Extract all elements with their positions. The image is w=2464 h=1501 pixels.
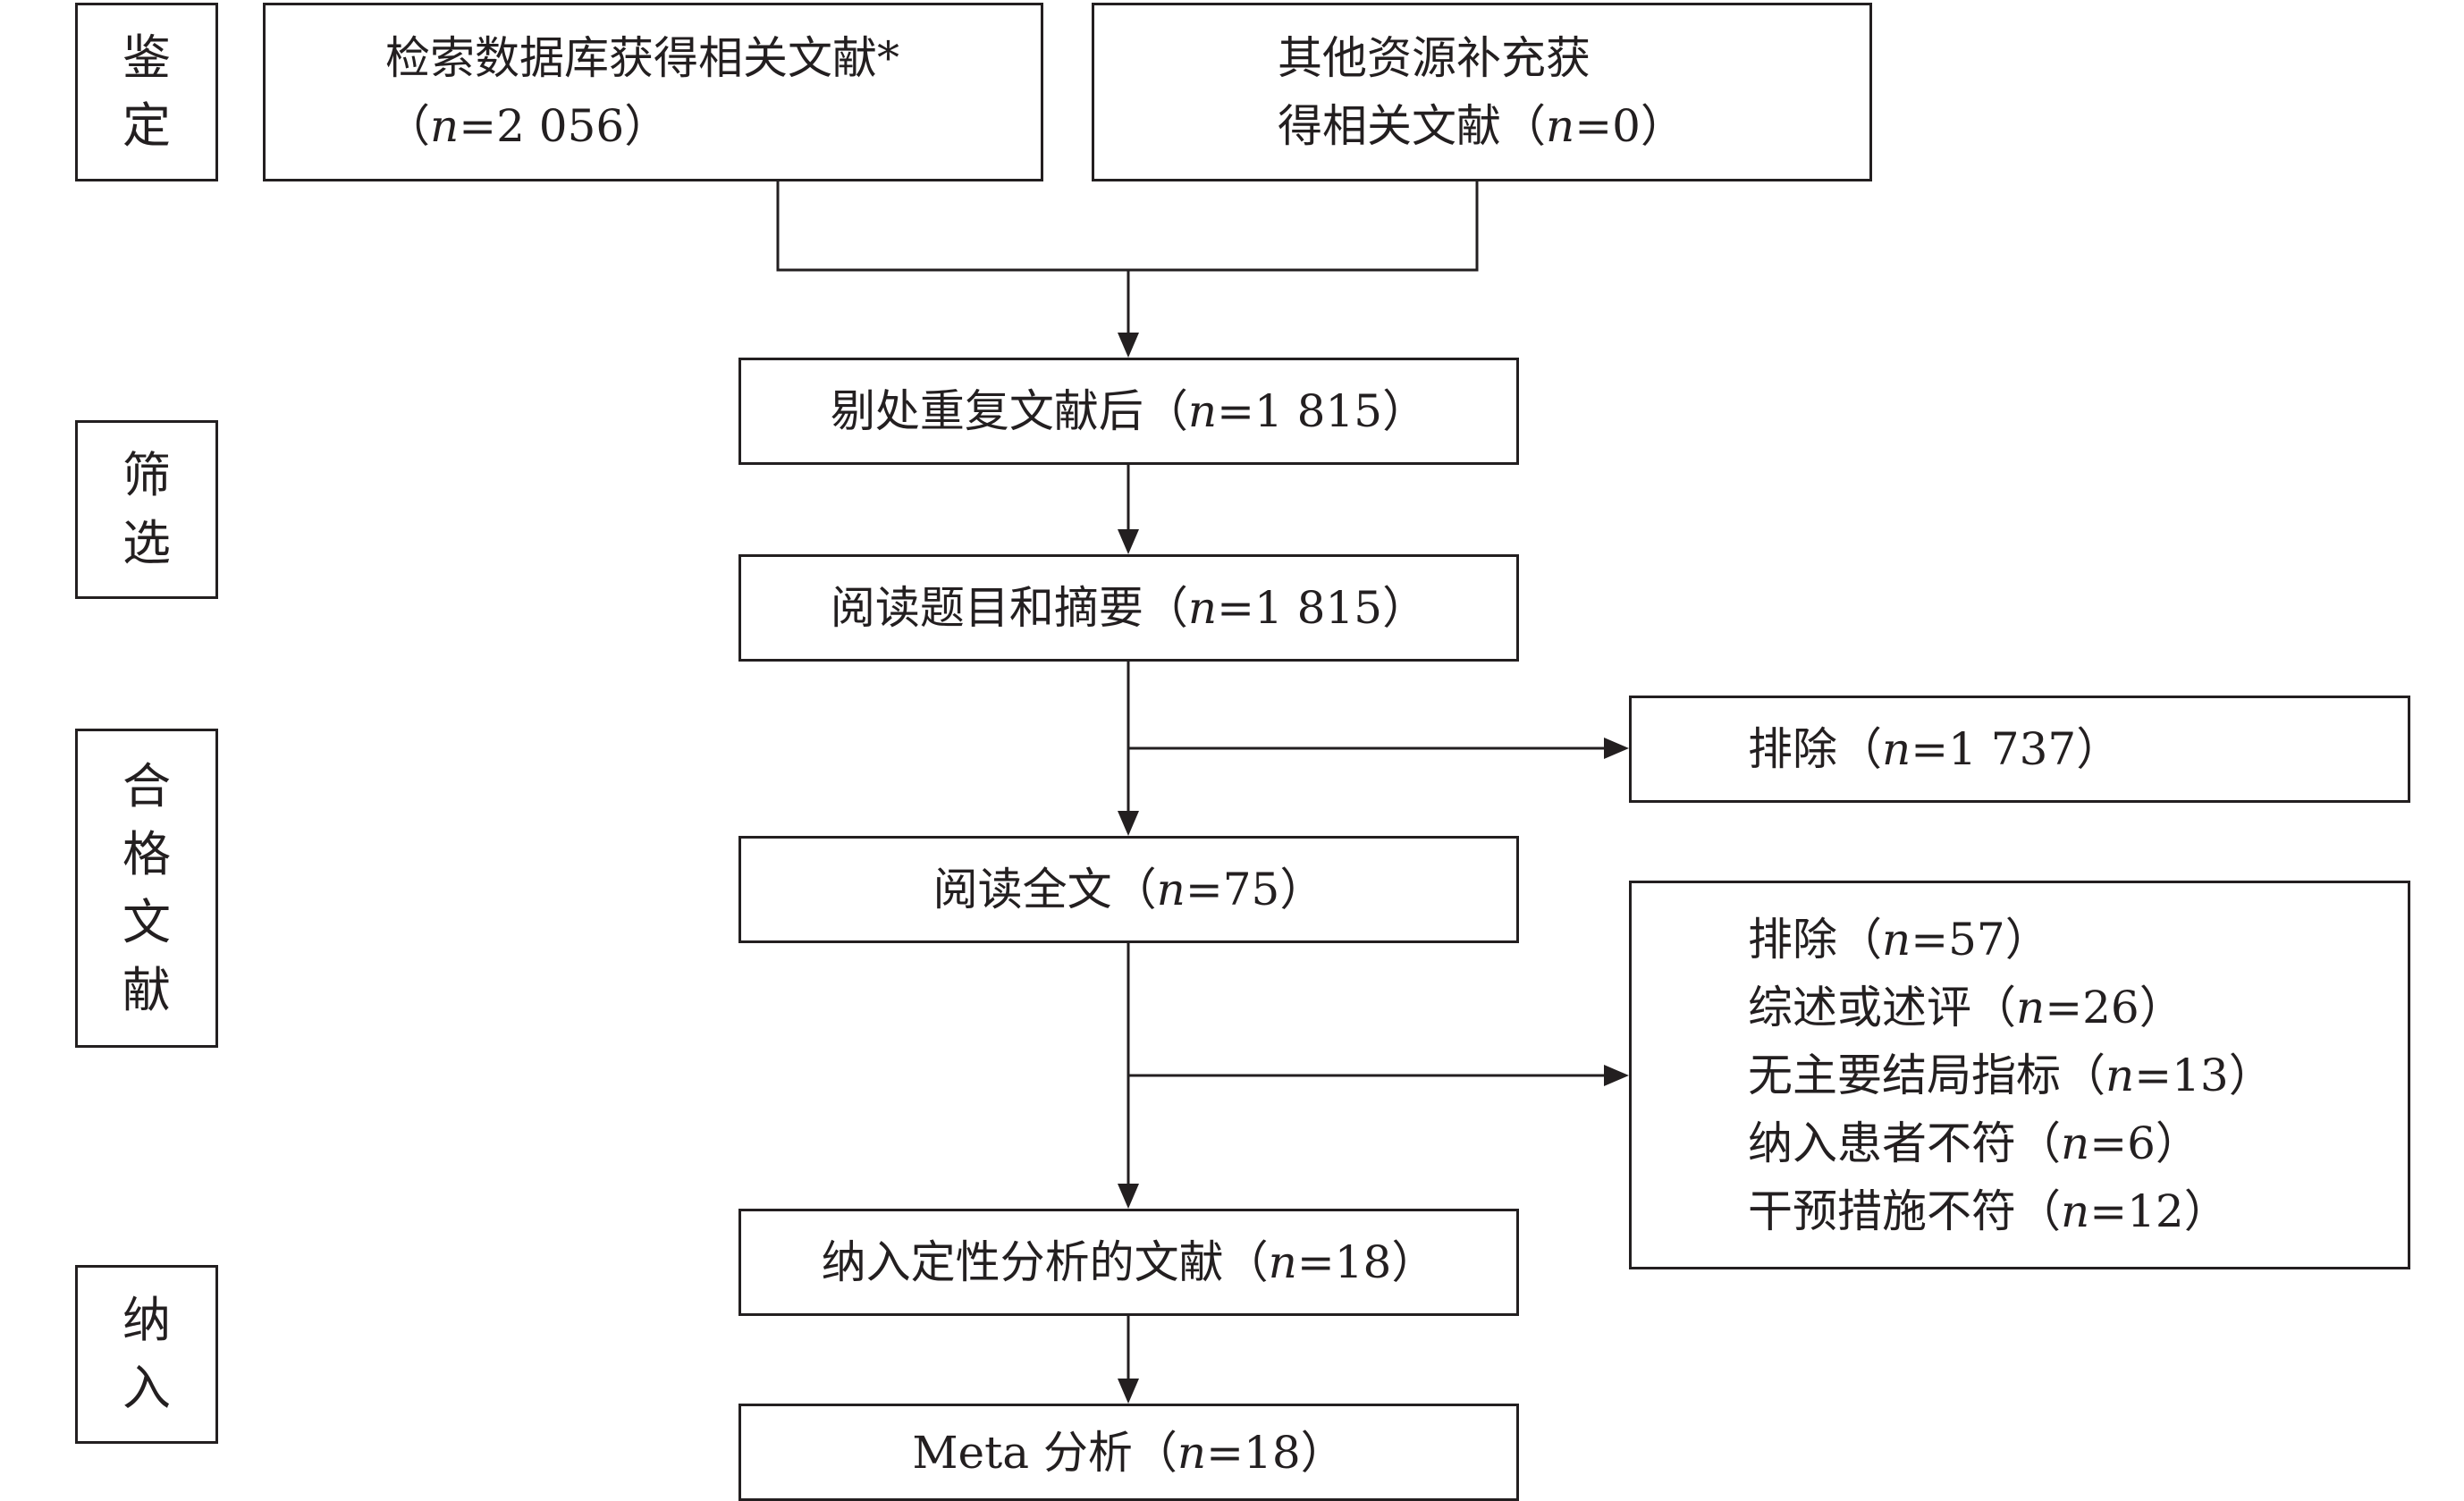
- node-meta-analysis: Meta 分析（n=18）: [738, 1404, 1519, 1501]
- exclusion-line: 综述或述评（n=26）: [1748, 981, 2184, 1033]
- stage-char: 格: [122, 825, 171, 882]
- exclusion-line: 干预措施不符（n=12）: [1748, 1185, 2229, 1237]
- node-count: （n=2 056）: [385, 100, 670, 152]
- stage-eligibility: 合 格 文 献: [75, 729, 218, 1048]
- node-label: 其他资源补充获: [1278, 32, 1591, 84]
- node-label: 检索数据库获得相关文献*: [385, 32, 899, 84]
- stage-char: 文: [122, 893, 171, 950]
- exclusion-line: 纳入患者不符（n=6）: [1748, 1117, 2200, 1169]
- node-after-duplicates: 剔处重复文献后（n=1 815）: [738, 358, 1519, 465]
- exclusion-line: 无主要结局指标（n=13）: [1748, 1049, 2274, 1101]
- stage-char: 献: [122, 961, 171, 1018]
- exclusion-line: 排除（n=57）: [1748, 913, 2050, 966]
- merge-connector: [776, 181, 1479, 272]
- stage-included: 纳 入: [75, 1265, 218, 1444]
- node-other-sources: 其他资源补充获 得相关文献（n=0）: [1092, 3, 1872, 181]
- stage-screening: 筛 选: [75, 420, 218, 599]
- stage-char: 选: [122, 515, 171, 571]
- stage-char: 定: [122, 97, 171, 154]
- node-count: 得相关文献（n=0）: [1278, 100, 1685, 152]
- exclusion-first: 排除（n=1 737）: [1629, 696, 2410, 803]
- stage-char: 筛: [122, 447, 171, 503]
- stage-char: 纳: [122, 1292, 171, 1348]
- node-database-records: 检索数据库获得相关文献* （n=2 056）: [263, 3, 1043, 181]
- exclusion-second: 排除（n=57） 综述或述评（n=26） 无主要结局指标（n=13） 纳入患者不…: [1629, 881, 2410, 1269]
- stage-char: 合: [122, 757, 171, 814]
- node-qualitative: 纳入定性分析的文献（n=18）: [738, 1209, 1519, 1316]
- node-title-abstract: 阅读题目和摘要（n=1 815）: [738, 554, 1519, 662]
- stage-char: 鉴: [122, 30, 171, 86]
- stage-char: 入: [122, 1360, 171, 1416]
- stage-identification: 鉴 定: [75, 3, 218, 181]
- node-full-text: 阅读全文（n=75）: [738, 836, 1519, 943]
